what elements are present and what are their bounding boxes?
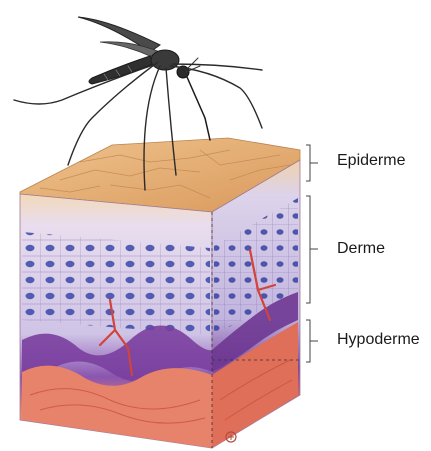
bracket-derme xyxy=(306,196,318,303)
label-epiderme: Epiderme xyxy=(337,152,405,170)
dermis-cells-front xyxy=(22,232,210,335)
bracket-epiderme xyxy=(306,145,318,181)
label-hypoderme: Hypoderme xyxy=(337,331,420,349)
mosquito-proboscis xyxy=(187,77,210,140)
bracket-hypoderme xyxy=(306,320,318,362)
mosquito-wing xyxy=(78,17,160,52)
label-derme: Derme xyxy=(337,240,385,258)
